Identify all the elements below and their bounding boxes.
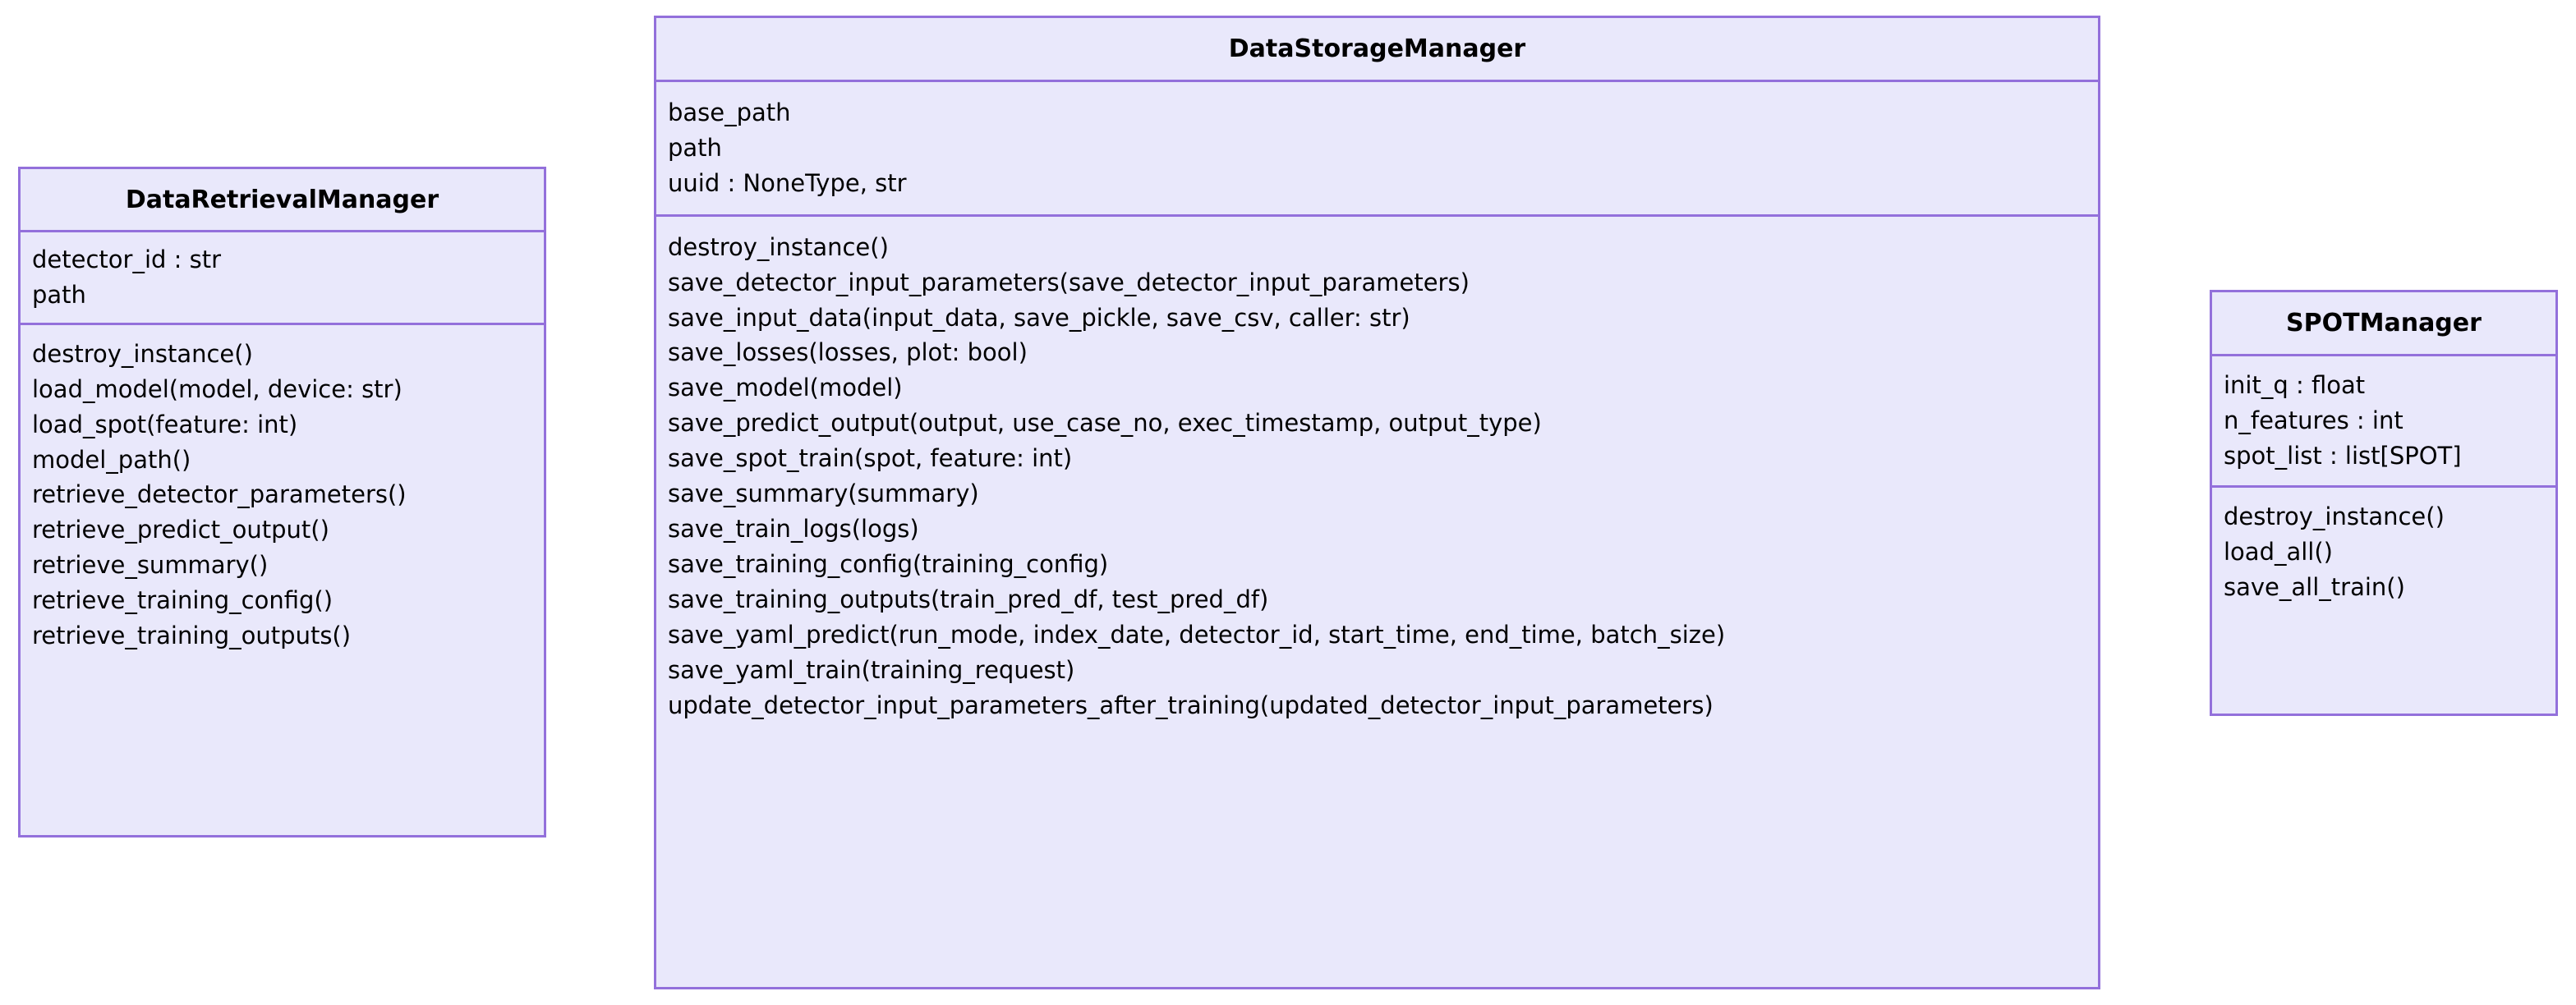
- class-methods-compartment: destroy_instance() load_all() save_all_t…: [2212, 484, 2555, 617]
- class-attributes-compartment: init_q : float n_features : int spot_lis…: [2212, 356, 2555, 485]
- class-method: retrieve_training_outputs(): [32, 622, 352, 650]
- class-method: save_training_outputs(train_pred_df, tes…: [668, 585, 1269, 613]
- class-method: retrieve_detector_parameters(): [32, 480, 407, 509]
- class-attributes-compartment: base_path path uuid : NoneType, str: [656, 82, 2098, 214]
- uml-class-dataretrievalmanager[interactable]: DataRetrievalManager detector_id : str p…: [18, 167, 546, 838]
- class-method: destroy_instance(): [32, 339, 253, 368]
- class-method: update_detector_input_parameters_after_t…: [668, 691, 1714, 719]
- class-methods-compartment: destroy_instance() save_detector_input_p…: [656, 213, 2098, 735]
- uml-class-datastoragemanager[interactable]: DataStorageManager base_path path uuid :…: [654, 16, 2100, 989]
- class-method: save_all_train(): [2224, 572, 2405, 601]
- class-method: save_summary(summary): [668, 480, 979, 508]
- class-method: save_model(model): [668, 374, 903, 402]
- class-attributes-compartment: detector_id : str path: [21, 232, 544, 323]
- class-name-label: DataStorageManager: [1228, 34, 1526, 63]
- class-attribute: init_q : float: [2224, 371, 2366, 399]
- class-attribute: path: [668, 133, 722, 162]
- class-method: destroy_instance(): [2224, 502, 2445, 530]
- class-name-label: SPOTManager: [2286, 309, 2482, 337]
- class-attribute: n_features : int: [2224, 406, 2404, 434]
- class-method: save_train_logs(logs): [668, 514, 919, 543]
- class-title-compartment: SPOTManager: [2212, 292, 2555, 356]
- class-method: save_training_config(training_config): [668, 549, 1109, 578]
- class-methods-compartment: destroy_instance() load_model(model, dev…: [21, 322, 544, 665]
- class-name-label: DataRetrievalManager: [125, 185, 439, 214]
- uml-class-spotmanager[interactable]: SPOTManager init_q : float n_features : …: [2210, 290, 2558, 716]
- class-method: destroy_instance(): [668, 232, 889, 261]
- class-method: retrieve_training_config(): [32, 586, 334, 615]
- class-method: load_spot(feature: int): [32, 410, 298, 438]
- class-attribute: path: [32, 280, 86, 309]
- class-attribute: detector_id : str: [32, 246, 222, 273]
- class-title-compartment: DataStorageManager: [656, 18, 2098, 82]
- class-method: save_input_data(input_data, save_pickle,…: [668, 303, 1410, 332]
- class-method: save_predict_output(output, use_case_no,…: [668, 409, 1542, 438]
- class-method: save_detector_input_parameters(save_dete…: [668, 268, 1470, 296]
- class-method: save_spot_train(spot, feature: int): [668, 444, 1073, 473]
- class-attribute: uuid : NoneType, str: [668, 168, 907, 197]
- class-attribute: spot_list : list[SPOT]: [2224, 441, 2462, 470]
- class-method: retrieve_summary(): [32, 551, 269, 580]
- class-method: load_all(): [2224, 537, 2333, 566]
- class-method: retrieve_predict_output(): [32, 516, 329, 544]
- class-method: model_path(): [32, 445, 191, 474]
- class-method: save_yaml_predict(run_mode, index_date, …: [668, 620, 1726, 649]
- class-title-compartment: DataRetrievalManager: [21, 169, 544, 232]
- class-method: save_yaml_train(training_request): [668, 655, 1075, 684]
- class-attribute: base_path: [668, 99, 791, 126]
- class-method: load_model(model, device: str): [32, 374, 402, 403]
- class-method: save_losses(losses, plot: bool): [668, 338, 1028, 367]
